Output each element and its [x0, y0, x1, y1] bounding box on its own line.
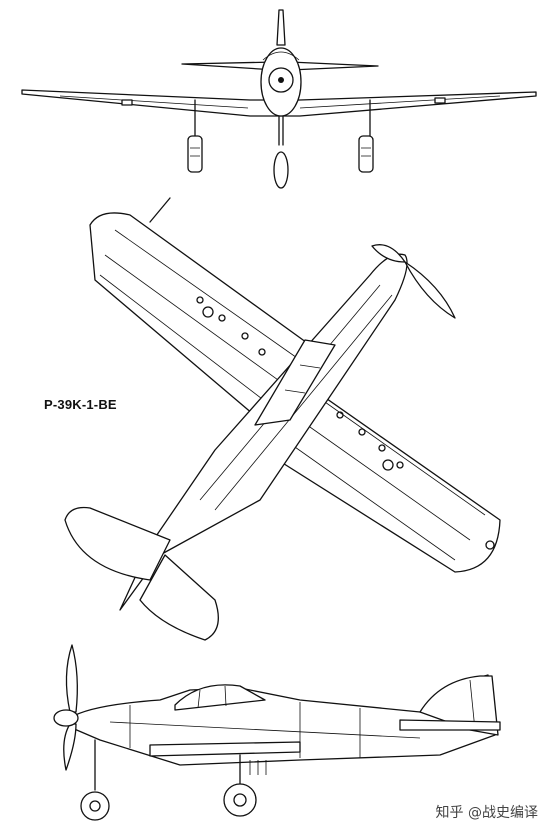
model-label: P-39K-1-BE — [44, 397, 117, 412]
watermark: 知乎 @战史编译 — [435, 805, 538, 821]
